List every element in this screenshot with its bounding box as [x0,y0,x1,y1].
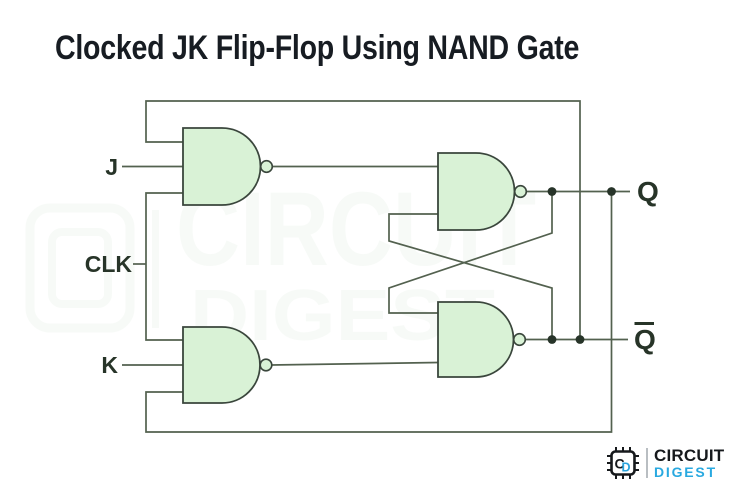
wire-nandk-to-nandqbar [271,361,439,366]
logo-text-digest: DIGEST [654,463,717,480]
label-qbar: Q [634,324,656,355]
svg-text:D: D [622,461,631,475]
wire-feedback-q-to-k [145,191,613,433]
wire-feedback-qbar-to-j [145,100,581,340]
wire-cross-q-to-nandqbar [388,191,553,314]
logo-text-circuit: CIRCUIT [654,446,725,466]
nand-gate-qbar-bubble-icon [512,332,527,347]
label-j: J [105,154,118,180]
nand-gate-k-bubble-icon [259,358,273,372]
junction-q-cross [547,187,557,196]
circuitdigest-logo: C D CIRCUIT DIGEST [606,446,724,480]
wire-cross-qbar-to-nandq [388,213,553,340]
junction-qbar-feedback [575,335,585,344]
label-q: Q [637,176,659,207]
junction-q-feedback [607,187,616,196]
svg-text:C: C [615,456,625,472]
page-title: Clocked JK Flip-Flop Using NAND Gate [55,29,580,67]
nand-gate-q [437,152,516,231]
nand-gate-q-bubble-icon [513,184,528,199]
wire-clk-bus [145,192,183,341]
nand-gate-j-bubble-icon [259,159,274,174]
label-k: K [101,352,118,378]
logo-divider [646,448,648,478]
nand-gate-k [182,326,261,404]
chip-logo-icon: C D [607,447,639,479]
nand-gate-j [182,127,262,206]
junction-qbar-cross [547,335,557,344]
label-clk: CLK [85,251,133,277]
logo-wordmark: CIRCUIT DIGEST [654,447,724,479]
nand-gate-qbar [437,301,515,378]
